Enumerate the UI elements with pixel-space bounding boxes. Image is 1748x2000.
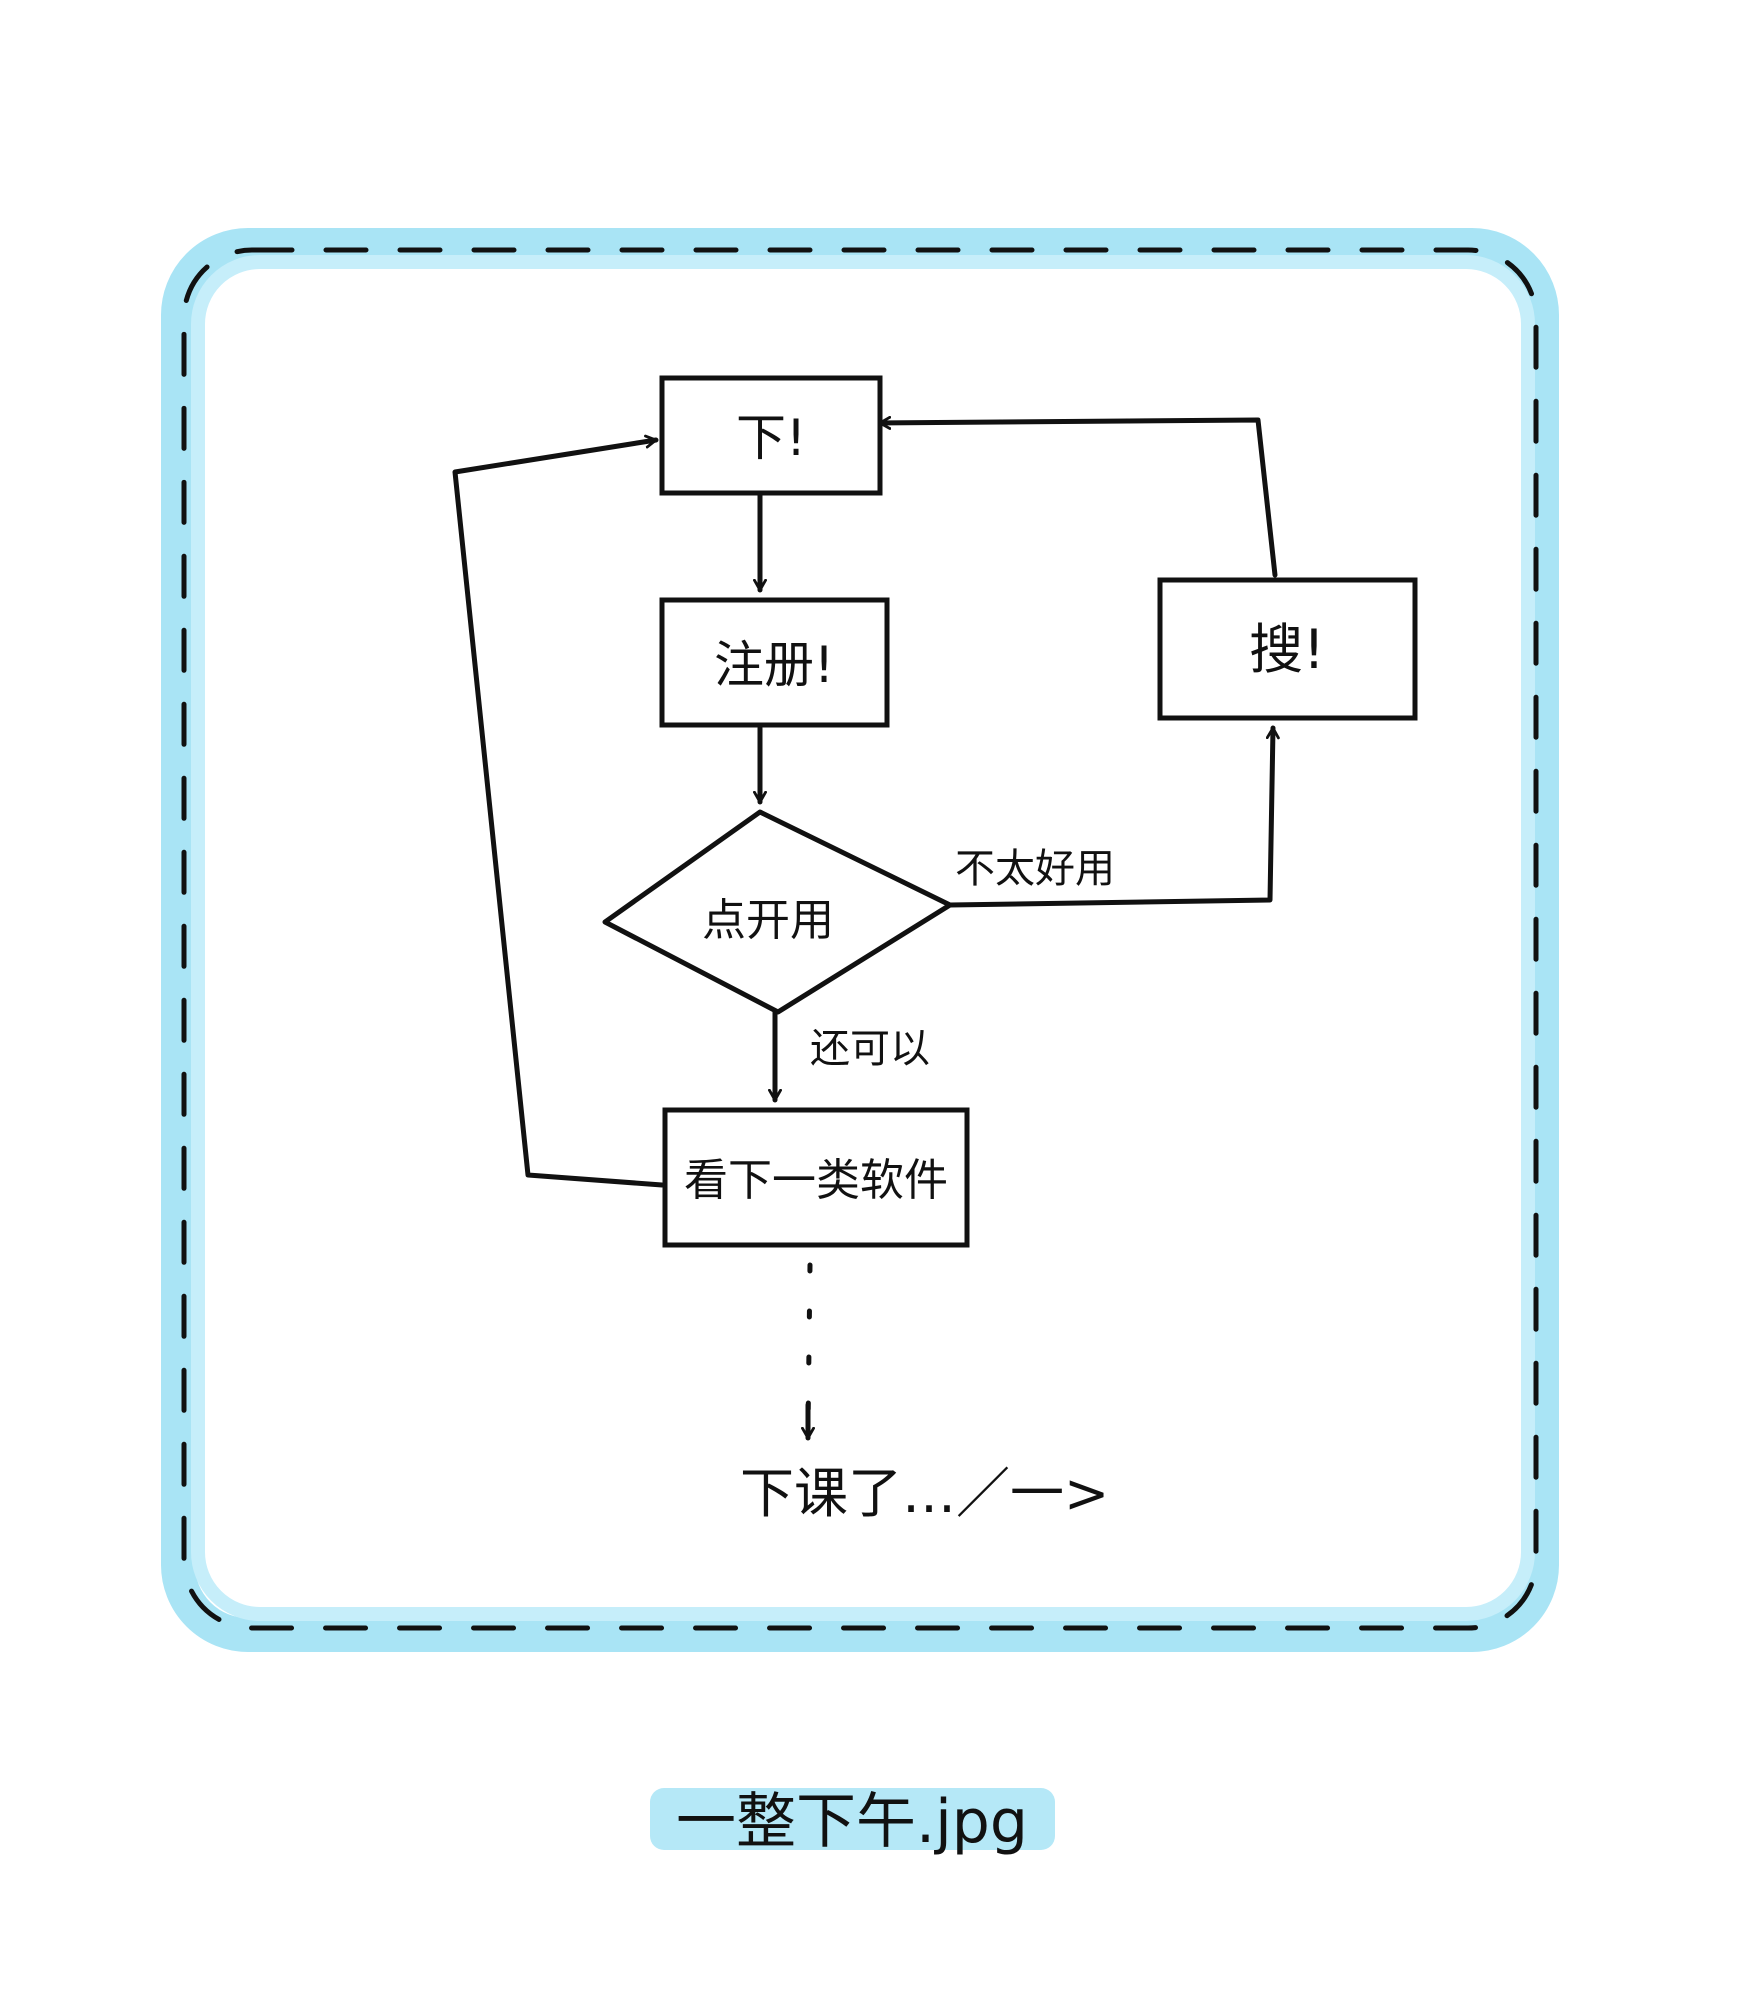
node-search-label: 搜!: [1249, 618, 1325, 681]
nodes: 下! 注册! 点开用 搜! 看下一类软件: [602, 375, 1418, 1248]
frame-blue-inner: [191, 255, 1535, 1621]
node-register-label: 注册!: [714, 636, 834, 694]
node-download-box: [659, 375, 883, 496]
ending-text: 下课了…／一>: [740, 1462, 1109, 1525]
edge-label-not-good: 不太好用: [955, 846, 1115, 892]
node-next-software: 看下一类软件: [662, 1107, 970, 1248]
node-try-it-label: 点开用: [702, 895, 834, 946]
frame-blue-outer: [161, 228, 1559, 1652]
edge-try-search: [947, 725, 1280, 908]
caption-text: 一整下午.jpg: [676, 1787, 1028, 1857]
node-try-it: 点开用: [602, 809, 953, 1015]
edge-search-download: [877, 415, 1278, 578]
node-next-software-box: [662, 1107, 970, 1248]
edge-labels: 不太好用 还可以: [810, 846, 1115, 1072]
edge-next-ending: [805, 1262, 813, 1433]
node-try-it-diamond: [602, 809, 953, 1015]
caption: 一整下午.jpg: [650, 1787, 1055, 1857]
node-download: 下!: [659, 375, 883, 496]
edge-next-download: [452, 434, 665, 1188]
frame-dashed-line: [181, 247, 1539, 1631]
edge-label-okay: 还可以: [810, 1026, 930, 1072]
node-next-software-label: 看下一类软件: [684, 1155, 948, 1206]
node-register: 注册!: [659, 597, 890, 728]
frame: [161, 228, 1559, 1652]
edges: [452, 415, 1280, 1441]
node-register-box: [659, 597, 890, 728]
caption-highlight: [650, 1788, 1055, 1850]
node-search: 搜!: [1157, 577, 1418, 721]
node-download-label: 下!: [736, 409, 806, 467]
node-search-box: [1157, 577, 1418, 721]
